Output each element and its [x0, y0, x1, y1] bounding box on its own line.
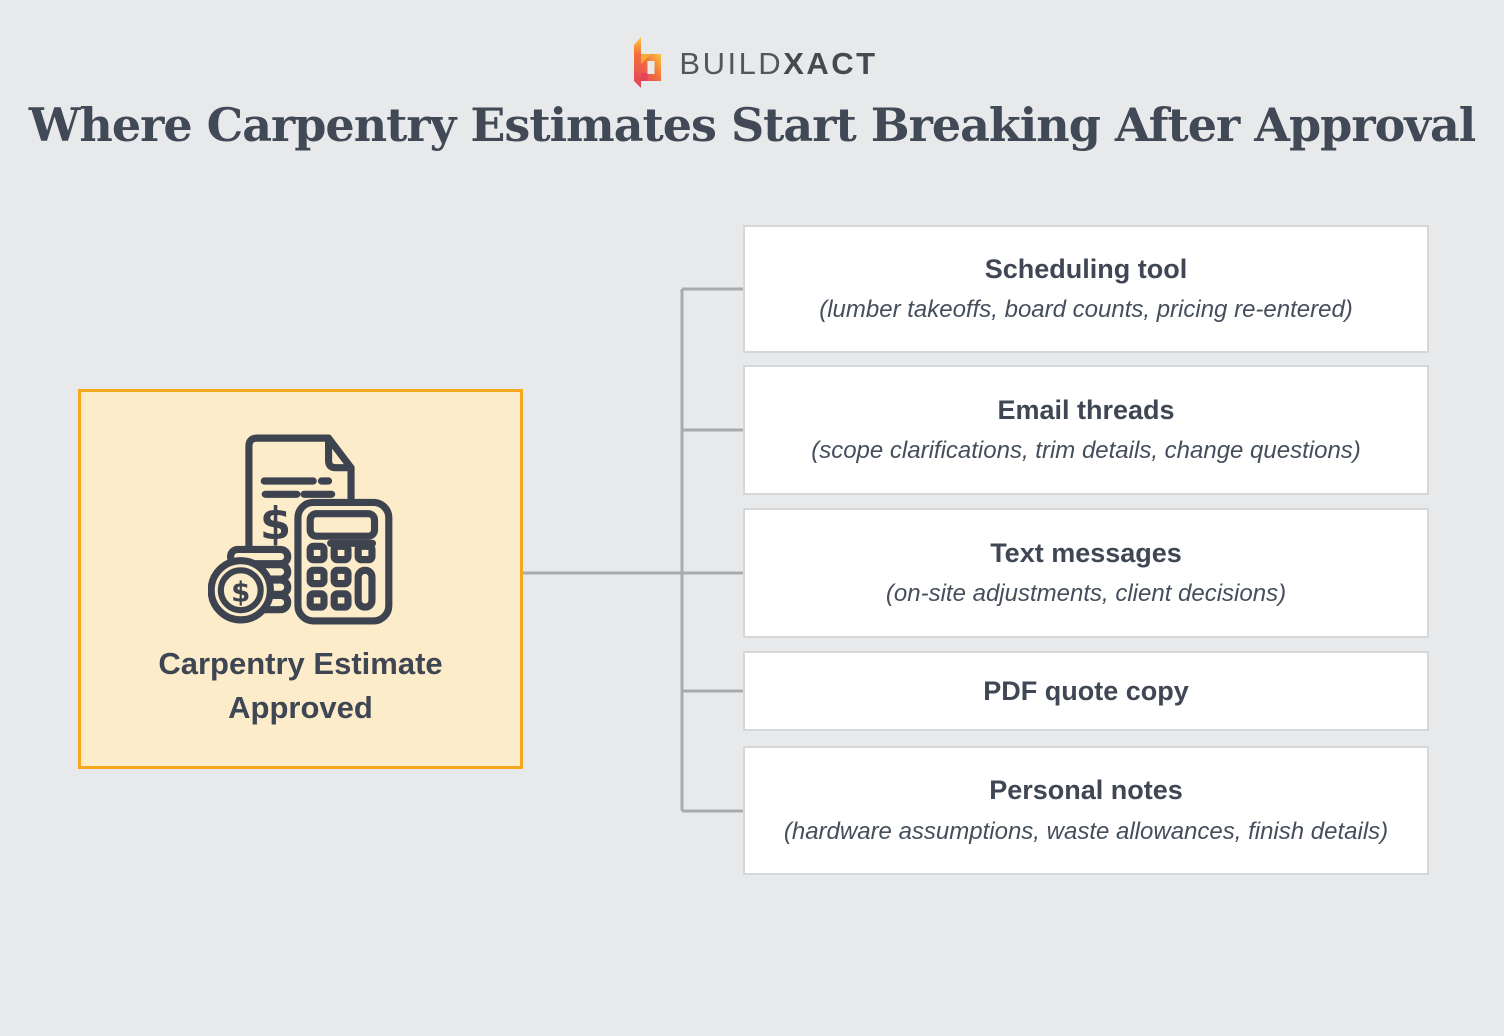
box-title: Scheduling tool	[984, 253, 1188, 284]
box-title: Personal notes	[989, 775, 1183, 806]
document-dollar-glyph: $	[259, 497, 290, 550]
box-subtitle: (on-site adjustments, client decisions)	[885, 580, 1287, 608]
box-title: Text messages	[990, 537, 1182, 568]
page-title: Where Carpentry Estimates Start Breaking…	[28, 98, 1477, 152]
box-subtitle: (scope clarifications, trim details, cha…	[811, 437, 1361, 465]
box-title: PDF quote copy	[983, 675, 1189, 706]
box-title: Email threads	[997, 394, 1175, 425]
source-card-label: Carpentry Estimate Approved	[158, 642, 442, 730]
target-box-personal-notes: Personal notes (hardware assumptions, wa…	[743, 746, 1429, 875]
source-card-carpentry-estimate: $ $ Carpentry Estimate Approved	[78, 389, 523, 769]
source-label-line2: Approved	[228, 690, 373, 726]
target-box-pdf-quote-copy: PDF quote copy	[743, 651, 1429, 731]
source-label-line1: Carpentry Estimate	[158, 646, 443, 681]
target-box-text-messages: Text messages (on-site adjustments, clie…	[743, 508, 1429, 638]
buildxact-b-logo-icon	[634, 37, 662, 88]
estimate-calculator-coins-icon: $ $	[207, 434, 392, 625]
brand-name-light: BUILD	[679, 45, 784, 81]
brand-name-bold: XACT	[783, 45, 878, 81]
coin-dollar-glyph: $	[231, 576, 250, 608]
box-subtitle: (hardware assumptions, waste allowances,…	[783, 817, 1389, 845]
target-box-email-threads: Email threads (scope clarifications, tri…	[743, 365, 1429, 495]
target-box-scheduling-tool: Scheduling tool (lumber takeoffs, board …	[743, 225, 1429, 353]
box-subtitle: (lumber takeoffs, board counts, pricing …	[819, 296, 1353, 324]
